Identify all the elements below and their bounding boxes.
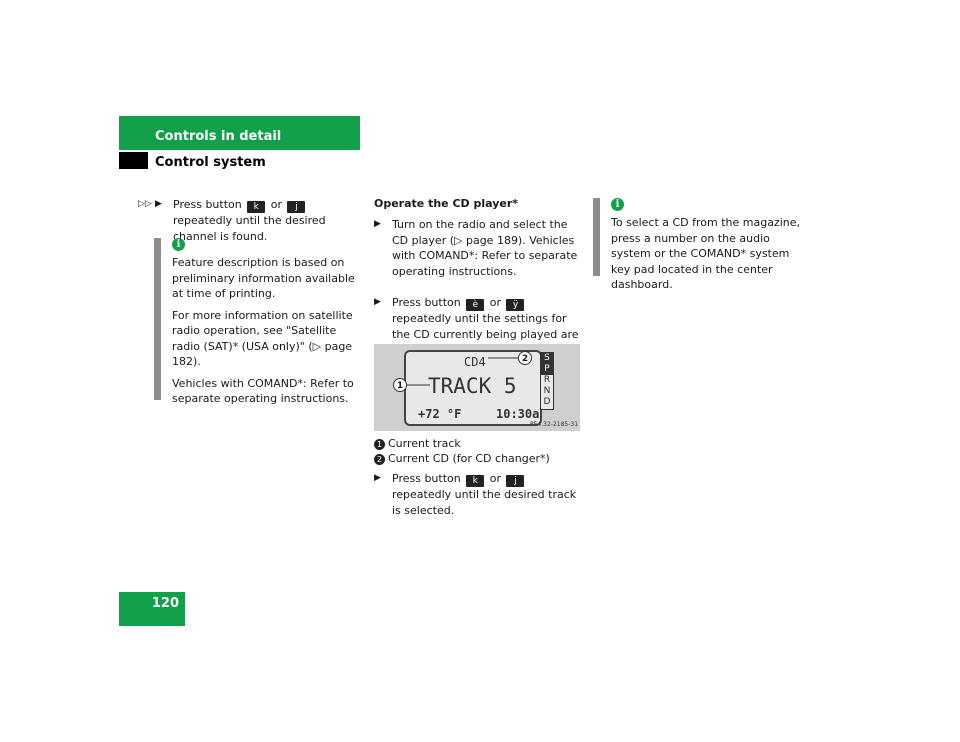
bullet-icon: ▶ <box>374 297 381 307</box>
step-select-channel: ▶ Press button k or j repeatedly until t… <box>155 198 326 243</box>
step-select-track: ▶ Press button k or j repeatedly until t… <box>374 472 577 517</box>
page-number: 120 <box>151 596 179 611</box>
gear-indicator: S P R N D <box>540 352 554 410</box>
continue-marker: ▷▷ <box>138 199 152 209</box>
info-bar <box>154 238 161 400</box>
display-cd: CD4 <box>464 355 486 369</box>
subsection-title: Control system <box>155 155 266 170</box>
bullet-icon: ▶ <box>155 199 162 209</box>
info-bar <box>593 198 600 276</box>
figure-ref: P54.32-2185-31 <box>530 421 579 428</box>
info-paragraph: Vehicles with COMAND*: Refer to separate… <box>172 376 354 406</box>
callout-1: 1 <box>393 378 407 392</box>
callout-lines <box>407 357 518 386</box>
page-number-box: 120 <box>119 592 185 626</box>
key-up-icon: k <box>466 475 485 487</box>
bullet-icon: ▶ <box>374 219 381 229</box>
info-note: Feature description is based on prelimin… <box>172 255 362 413</box>
section-header: Controls in detail <box>119 116 360 150</box>
step-turn-on-radio: ▶ Turn on the radio and select the CD pl… <box>374 218 578 278</box>
key-down-icon: j <box>287 201 306 213</box>
info-paragraph: For more information on satellite radio … <box>172 308 353 369</box>
bullet-icon: ▶ <box>374 473 381 483</box>
display-track: TRACK 5 <box>428 374 517 398</box>
key-down-icon: j <box>506 475 525 487</box>
subsection-marker <box>119 152 148 169</box>
info-paragraph: Feature description is based on prelimin… <box>172 256 355 300</box>
section-heading: Operate the CD player* <box>374 197 519 210</box>
info-icon: i <box>172 238 185 251</box>
key-display-icon: ÿ <box>506 299 525 311</box>
key-display-icon: è <box>466 299 485 311</box>
cd-display-illustration: CD4 TRACK 5 +72 °F 10:30a S P R N D 1 2 … <box>374 344 580 431</box>
info-icon: i <box>611 198 624 211</box>
display-temp: +72 °F <box>418 407 462 421</box>
display-time: 10:30a <box>496 407 540 421</box>
section-title: Controls in detail <box>155 129 282 144</box>
callout-2: 2 <box>518 351 532 365</box>
key-up-icon: k <box>247 201 266 213</box>
info-note-magazine: To select a CD from the magazine, press … <box>611 216 801 291</box>
